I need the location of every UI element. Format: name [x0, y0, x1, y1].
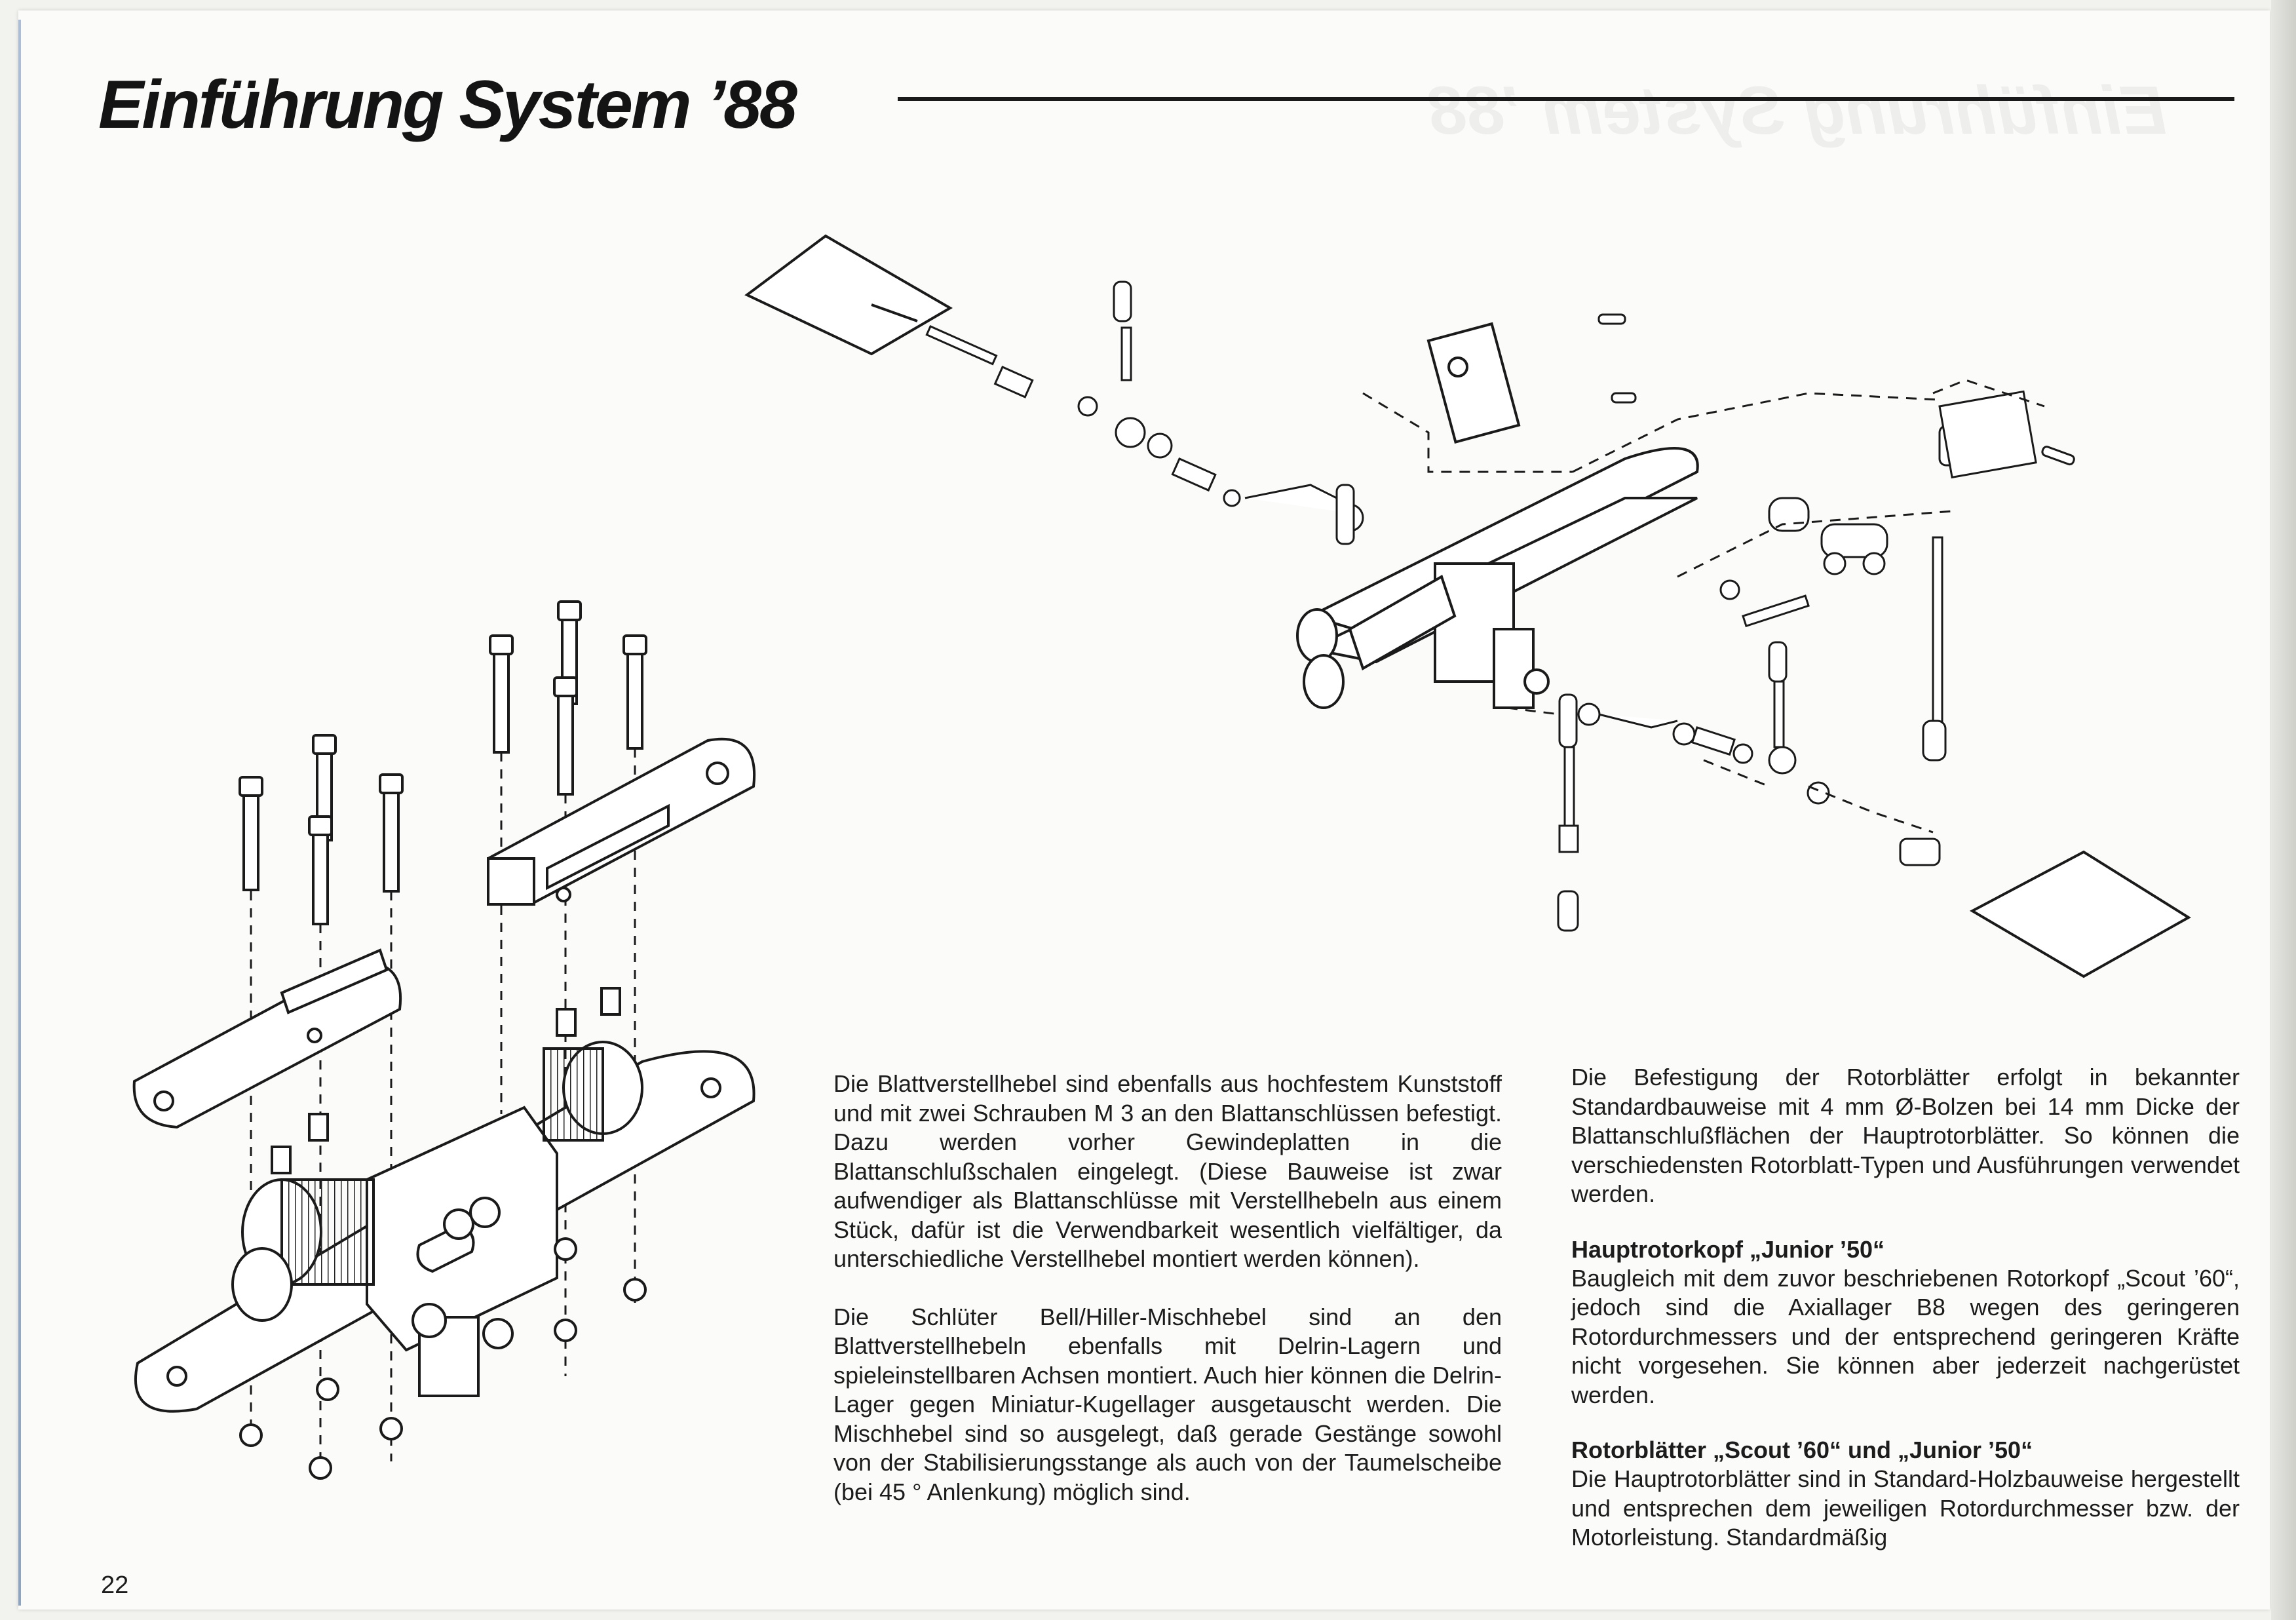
paragraph-junior-50: Baugleich mit dem zuvor beschriebenen Ro… — [1571, 1264, 2240, 1408]
blade-root-left — [744, 234, 953, 356]
thread-inserts — [271, 987, 621, 1174]
rotor-head-yoke — [134, 1041, 756, 1413]
text-column-left: Die Blattverstellhebel sind ebenfalls au… — [833, 1070, 1502, 1507]
blade-grip-clamp-left — [132, 948, 402, 1129]
hex-nuts — [239, 1237, 647, 1480]
linkage-parts-upper — [925, 280, 1364, 545]
paragraph-blade-mounting: Die Befestigung der Rotorblätter erfolgt… — [1571, 1064, 2240, 1207]
rotor-head-center — [1296, 322, 1699, 709]
bearing-stack-left — [231, 1178, 375, 1322]
text-column-right: Die Befestigung der Rotorblätter erfolgt… — [1571, 1063, 2240, 1552]
rotor-head-left-assembly — [132, 600, 756, 1481]
blade-grip-clamp-upper — [487, 737, 756, 906]
blade-root-right — [1969, 850, 2191, 978]
title-rule — [898, 97, 2234, 101]
binding-edge — [18, 20, 21, 1606]
heading-junior-50: Hauptrotorkopf „Junior ’50“ — [1571, 1235, 1885, 1263]
linkage-parts-lower — [1557, 313, 2075, 932]
page-title: Einführung System ’88 — [98, 67, 797, 143]
next-page-edge — [2271, 0, 2296, 1620]
heading-rotor-blades: Rotorblätter „Scout ’60“ und „Junior ’50… — [1571, 1437, 2033, 1463]
screw-set-left — [239, 734, 404, 925]
screw-set-center — [489, 600, 647, 796]
assembly-lines-right — [1362, 379, 2045, 834]
paragraph-mixing-levers: Die Schlüter Bell/Hiller-Mischhebel sind… — [833, 1303, 1502, 1505]
bearing-stack-right — [543, 1041, 643, 1142]
paragraph-blade-levers: Die Blattverstellhebel sind ebenfalls au… — [833, 1070, 1502, 1272]
page-number: 22 — [101, 1572, 129, 1599]
paragraph-rotor-blades: Die Hauptrotorblätter sind in Standard-H… — [1571, 1465, 2240, 1551]
rotor-head-right-assembly — [744, 234, 2191, 978]
